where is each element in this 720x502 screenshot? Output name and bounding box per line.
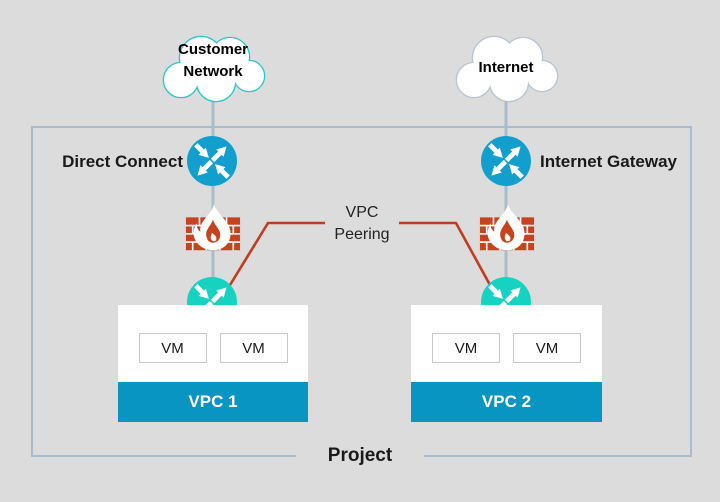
project-label: Project	[296, 443, 424, 469]
router-icon	[187, 136, 237, 186]
vm-box: VM	[219, 333, 288, 363]
internet-cloud	[446, 24, 566, 108]
vpc1-vm-row: VM VM	[118, 333, 308, 363]
vpc2-box: VM VM VPC 2	[411, 305, 602, 422]
customer-network-label: Customer Network	[177, 41, 248, 80]
direct-connect-label: Direct Connect	[62, 152, 183, 171]
vm-box: VM	[138, 333, 207, 363]
vpc2-label-bar: VPC 2	[411, 382, 602, 422]
vpc-peering-label: VPC Peering	[334, 204, 390, 243]
firewall-icon	[185, 203, 241, 251]
internet-gateway-label: Internet Gateway	[540, 152, 677, 171]
vpc-peering-line-left	[228, 221, 325, 286]
vm-box: VM	[432, 333, 500, 363]
left-firewall	[184, 202, 242, 254]
firewall-icon	[479, 203, 535, 251]
router-icon	[481, 136, 531, 186]
cloud-icon	[455, 35, 559, 103]
internet-gateway-node	[481, 136, 531, 186]
direct-connect-node	[187, 136, 237, 186]
vpc2-vm-row: VM VM	[411, 333, 602, 363]
vpc1-box: VM VM VPC 1	[118, 305, 308, 422]
vpc-peering-line-right	[399, 221, 492, 286]
right-firewall	[478, 202, 536, 254]
vm-box: VM	[513, 333, 581, 363]
vpc1-label-bar: VPC 1	[118, 382, 308, 422]
customer-network-cloud	[153, 24, 273, 108]
internet-cloud-label: Internet	[478, 59, 534, 76]
cloud-icon	[162, 35, 266, 103]
